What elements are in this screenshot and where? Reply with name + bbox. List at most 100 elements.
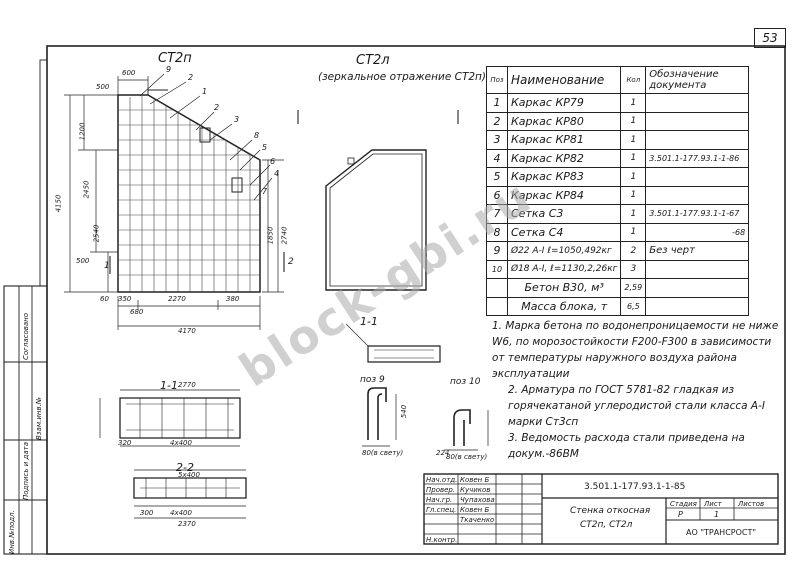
spec-name: Каркас КР81 bbox=[506, 130, 622, 150]
outline-ct2l bbox=[325, 149, 427, 291]
spec-designation: -68 bbox=[645, 222, 750, 242]
dim-1200: 1200 bbox=[78, 122, 87, 141]
callout-9: 9 bbox=[166, 65, 172, 74]
spec-qty: 1 bbox=[620, 222, 647, 242]
note-1: 1. Марка бетона по водонепроницаемости н… bbox=[492, 320, 779, 380]
tb-sheet-value: 1 bbox=[714, 510, 720, 519]
dim-4x400-b: 4x400 bbox=[170, 509, 192, 517]
spec-table: Поз Наименование Кол Обозначение докумен… bbox=[486, 66, 750, 316]
tb-role: Нач.отд. bbox=[426, 476, 458, 484]
spec-pos: 10 bbox=[486, 259, 508, 279]
title-ct2l: СТ2л bbox=[356, 53, 390, 68]
spec-qty: 1 bbox=[620, 204, 647, 224]
dim-600: 600 bbox=[122, 69, 136, 77]
spec-pos bbox=[486, 296, 508, 316]
notes-block: 1. Марка бетона по водонепроницаемости н… bbox=[492, 318, 782, 462]
page-number: 53 bbox=[754, 28, 786, 48]
spec-designation bbox=[645, 278, 750, 298]
spec-qty: 1 bbox=[620, 148, 647, 168]
dim-1850: 1850 bbox=[266, 226, 275, 245]
side-stamp-4: Согласовано bbox=[22, 312, 30, 360]
callout-3: 3 bbox=[234, 115, 240, 124]
spec-designation: 3.501.1-177.93.1-1-86 bbox=[645, 148, 750, 168]
side-stamp-3: Взам.инв.№ bbox=[35, 396, 43, 440]
spec-header-designation: Обозначение документа bbox=[645, 66, 750, 94]
title-ct2p: СТ2п bbox=[158, 51, 192, 66]
tb-stage-value: Р bbox=[678, 510, 683, 519]
tb-person: Ткаченко bbox=[460, 516, 495, 524]
spec-name: Сетка С3 bbox=[506, 204, 622, 224]
cut-mark-2: 2 bbox=[288, 257, 294, 267]
subtitle-mirror: (зеркальное отражение СТ2п) bbox=[318, 71, 486, 83]
dim-320: 320 bbox=[118, 439, 132, 447]
tb-sheets-label: Листов bbox=[738, 500, 765, 508]
spec-name: Каркас КР80 bbox=[506, 111, 622, 131]
spec-designation bbox=[645, 93, 750, 113]
dim-2770: 2770 bbox=[178, 381, 196, 389]
tb-role: Н.контр. bbox=[426, 536, 458, 544]
spec-pos: 8 bbox=[486, 222, 508, 242]
side-stamp-1: Инв.№подл. bbox=[8, 510, 16, 554]
cut-mark-1: 1 bbox=[104, 261, 110, 271]
callout-1: 1 bbox=[202, 87, 208, 96]
section-2-2 bbox=[133, 469, 247, 519]
spec-pos: 1 bbox=[486, 93, 508, 113]
spec-name: Каркас КР83 bbox=[506, 167, 622, 187]
tb-role: Нач.гр. bbox=[426, 496, 453, 504]
spec-qty: 1 bbox=[620, 185, 647, 205]
dim-2450: 2450 bbox=[82, 180, 91, 199]
callout-4: 4 bbox=[274, 169, 280, 178]
spec-designation bbox=[645, 259, 750, 279]
spec-name: Ø18 А-I, ℓ=1130,2,26кг bbox=[506, 259, 622, 279]
spec-designation bbox=[645, 130, 750, 150]
spec-pos: 2 bbox=[486, 111, 508, 131]
callout-6: 6 bbox=[270, 157, 276, 166]
title-block-grid bbox=[423, 473, 779, 545]
dim-500-b: 500 bbox=[76, 257, 90, 265]
sheet-frame bbox=[3, 45, 786, 555]
dim-4x400-a: 4x400 bbox=[170, 439, 192, 447]
spec-name: Каркас КР79 bbox=[506, 93, 622, 113]
note-3: 3. Ведомость расхода стали приведена на … bbox=[508, 432, 745, 460]
section-1-1-label: 1-1 bbox=[160, 379, 178, 392]
spec-pos bbox=[486, 278, 508, 298]
spec-qty: 1 bbox=[620, 111, 647, 131]
dim-80-pos9: 80(в свету) bbox=[362, 449, 404, 457]
tb-person: Чупахова bbox=[460, 496, 495, 504]
spec-name: Бетон В30, м³ bbox=[506, 278, 622, 298]
spec-designation bbox=[645, 296, 750, 316]
tb-role: Гл.спец. bbox=[426, 506, 457, 514]
spec-pos: 3 bbox=[486, 130, 508, 150]
tb-name-line2: СТ2п, СТ2л bbox=[580, 520, 633, 530]
dim-2540: 2540 bbox=[92, 224, 101, 243]
spec-name: Масса блока, т bbox=[506, 296, 622, 316]
spec-designation: 3.501.1-177.93.1-1-67 bbox=[645, 204, 750, 224]
spec-designation bbox=[645, 111, 750, 131]
dim-4170: 4170 bbox=[178, 327, 196, 335]
note-2: 2. Арматура по ГОСТ 5781-82 гладкая из г… bbox=[508, 384, 765, 428]
spec-pos: 4 bbox=[486, 148, 508, 168]
callout-2: 2 bbox=[188, 73, 194, 82]
dim-350: 350 bbox=[118, 295, 132, 303]
spec-designation: Без черт bbox=[645, 241, 750, 261]
spec-name: Сетка С4 bbox=[506, 222, 622, 242]
pos10-label: поз 10 bbox=[450, 377, 481, 387]
tb-person: Кучиков bbox=[460, 486, 491, 494]
spec-pos: 7 bbox=[486, 204, 508, 224]
dim-224: 224 bbox=[436, 449, 450, 457]
spec-designation bbox=[645, 167, 750, 187]
tb-person: Ковен Б bbox=[460, 506, 490, 514]
section-1-1 bbox=[99, 389, 241, 447]
spec-header-pos: Поз bbox=[486, 66, 508, 94]
callout-8: 8 bbox=[254, 131, 260, 140]
spec-header-qty: Кол bbox=[620, 66, 647, 94]
